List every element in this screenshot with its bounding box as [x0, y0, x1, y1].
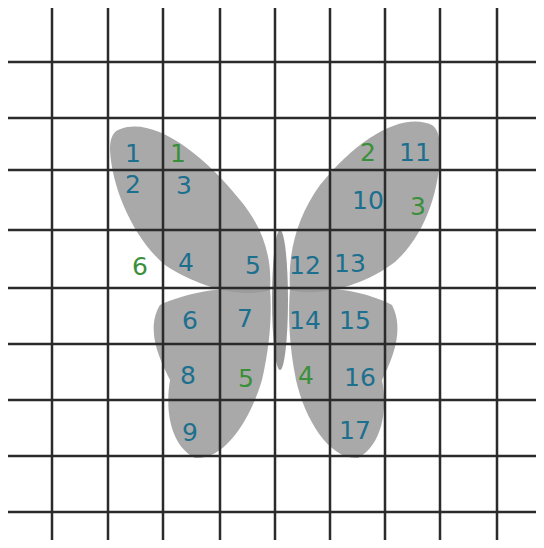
cell-number: 10	[352, 188, 384, 213]
cell-number: 8	[180, 363, 196, 388]
cell-number: 6	[182, 308, 198, 333]
cell-number: 1	[125, 141, 141, 166]
cell-number: 12	[289, 253, 321, 278]
cell-number: 11	[399, 140, 431, 165]
left-lower-wing	[154, 287, 271, 458]
cell-number: 6	[132, 254, 148, 279]
cell-number: 7	[237, 306, 253, 331]
cell-number: 14	[289, 308, 321, 333]
cell-number: 5	[238, 366, 254, 391]
cell-number: 17	[339, 418, 371, 443]
cell-number: 13	[334, 251, 366, 276]
left-upper-wing	[110, 126, 270, 293]
cell-number: 2	[360, 140, 376, 165]
cell-number: 3	[410, 194, 426, 219]
right-lower-wing	[289, 287, 397, 458]
cell-number: 16	[344, 365, 376, 390]
cell-number: 4	[298, 363, 314, 388]
cell-number: 3	[176, 173, 192, 198]
cell-number: 5	[245, 253, 261, 278]
cell-number: 2	[125, 172, 141, 197]
cell-number: 4	[178, 250, 194, 275]
right-upper-wing	[290, 121, 440, 292]
cell-number: 1	[170, 141, 186, 166]
grid-lines	[8, 8, 536, 540]
cell-number: 9	[182, 420, 198, 445]
cell-number: 15	[339, 308, 371, 333]
